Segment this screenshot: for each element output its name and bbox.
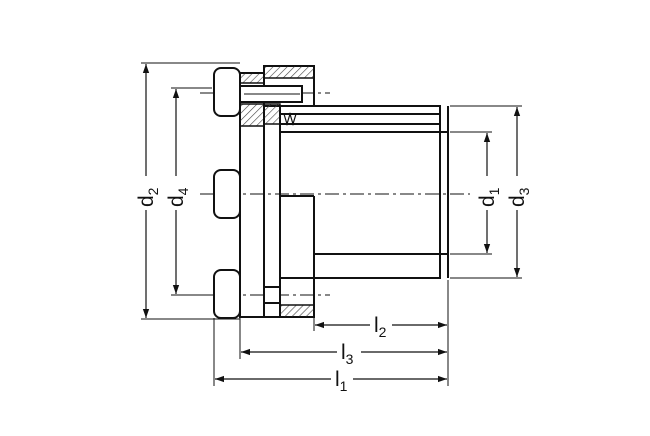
middle-screw-head (213, 169, 241, 219)
label-bg-d2 (136, 176, 158, 210)
label-bg-l2 (370, 310, 392, 336)
hatch-plate-top (239, 72, 265, 84)
dimension-lines (142, 64, 521, 383)
spring-detail (283, 111, 297, 127)
section-hatching (239, 65, 315, 318)
hatch-flange-top (263, 65, 315, 79)
label-l2: l2 (374, 314, 387, 340)
middle-screw (213, 169, 241, 219)
label-bg-l1 (331, 364, 353, 390)
hatch-plate-mid (239, 103, 265, 127)
label-bg-d1 (476, 176, 498, 210)
top-screw (213, 67, 303, 117)
label-d4: d4 (165, 187, 191, 207)
label-d3: d3 (506, 187, 532, 207)
hatch-flange-low (263, 103, 281, 125)
center-lines (200, 92, 470, 296)
label-bg-l3 (337, 337, 361, 363)
hub-sleeve (280, 105, 449, 279)
extension-lines (141, 62, 522, 386)
bottom-screw-shank (263, 286, 281, 304)
bottom-screw-head (213, 269, 241, 319)
label-d1: d1 (476, 187, 502, 207)
label-bg-d4 (165, 176, 187, 210)
label-l3: l3 (341, 341, 354, 367)
bottom-screw (213, 269, 281, 319)
pressure-ring (263, 105, 281, 318)
top-screw-head (213, 67, 241, 117)
label-bg-d3 (506, 176, 528, 210)
hatch-bottom-block (279, 304, 315, 318)
label-l1: l1 (335, 368, 348, 394)
label-d2: d2 (135, 187, 161, 207)
